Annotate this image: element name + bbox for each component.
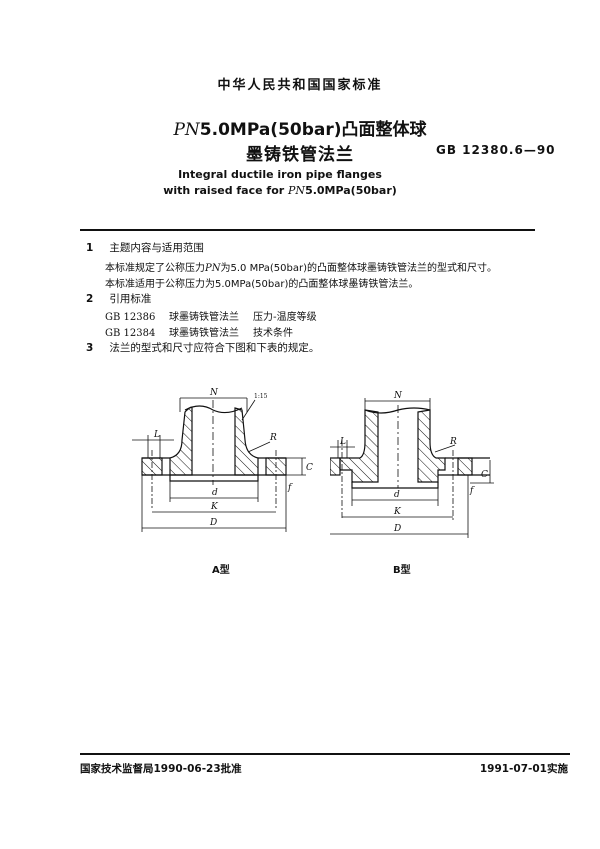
figure-a-flange-drawing: N L R d K D C f 1:15 [132, 388, 313, 532]
reference-item: GB 12384 球墨铸铁管法兰 技术条件 [105, 324, 293, 339]
label-N: N [393, 391, 403, 401]
section-title: 法兰的型式和尺寸应符合下图和下表的规定。 [109, 342, 320, 354]
label-N: N [209, 388, 219, 398]
reference-code: GB 12384 [105, 328, 156, 339]
reference-title: 球墨铸铁管法兰 [169, 312, 239, 323]
paragraph-text: 本标准规定了公称压力 [105, 263, 205, 274]
label-f: f [287, 483, 293, 493]
section-2-heading: 2 引用标准 [86, 291, 151, 306]
label-f: f [469, 486, 475, 496]
pn-symbol: PN [205, 263, 221, 274]
figure-a-caption: A型 [212, 565, 230, 576]
section-title: 引用标准 [109, 293, 152, 305]
label-d: d [212, 488, 218, 498]
title-cn-line1: PN5.0MPa(50bar)凸面整体球 [0, 115, 600, 140]
label-K: K [393, 507, 402, 517]
section-number: 1 [86, 242, 94, 254]
figure-b-flange-drawing: N L R d K D C f [330, 391, 494, 538]
section-number: 2 [86, 293, 94, 305]
footer-divider [80, 753, 570, 755]
title-pn-symbol: PN [173, 120, 200, 140]
section-3-heading: 3 法兰的型式和尺寸应符合下图和下表的规定。 [86, 340, 319, 355]
paragraph-text: 为5.0 MPa(50bar)的凸面整体球墨铸铁管法兰的型式和尺寸。 [220, 263, 498, 274]
label-taper: 1:15 [254, 393, 268, 400]
label-K: K [210, 502, 219, 512]
reference-subtitle: 压力-温度等级 [253, 312, 317, 323]
title-en-line1: Integral ductile iron pipe flanges [178, 168, 382, 181]
section-number: 3 [86, 342, 94, 354]
title-cn-line2: 墨铸铁管法兰 [246, 145, 354, 165]
label-D: D [393, 524, 401, 534]
label-L: L [153, 430, 160, 440]
section-1-heading: 1 主题内容与适用范围 [86, 240, 204, 255]
title-en-pn-symbol: PN [288, 184, 306, 197]
title-cn-line1-rest: 5.0MPa(50bar)凸面整体球 [199, 120, 427, 140]
reference-subtitle: 技术条件 [253, 328, 293, 339]
reference-code: GB 12386 [105, 312, 156, 323]
title-en-line2: with raised face for PN5.0MPa(50bar) [0, 184, 560, 197]
label-R: R [449, 437, 457, 447]
label-D: D [209, 518, 217, 528]
section-1-paragraph-1: 本标准规定了公称压力PN为5.0 MPa(50bar)的凸面整体球墨铸铁管法兰的… [105, 259, 497, 274]
section-1-paragraph-2: 本标准适用于公称压力为5.0MPa(50bar)的凸面整体球墨铸铁管法兰。 [105, 279, 419, 290]
label-C: C [481, 470, 488, 480]
label-d: d [394, 490, 400, 500]
title-en-line2-rest: 5.0MPa(50bar) [305, 184, 397, 197]
section-title: 主题内容与适用范围 [109, 242, 204, 254]
label-C: C [306, 463, 313, 473]
title-en-line2-prefix: with raised face for [163, 184, 289, 197]
approval-date: 国家技术监督局1990-06-23批准 [80, 763, 242, 775]
label-L: L [339, 437, 346, 447]
reference-item: GB 12386 球墨铸铁管法兰 压力-温度等级 [105, 308, 317, 323]
standard-code: GB 12380.6—90 [436, 143, 556, 157]
reference-title: 球墨铸铁管法兰 [169, 328, 239, 339]
header-divider [80, 229, 535, 231]
standard-organization: 中华人民共和国国家标准 [217, 78, 383, 93]
effective-date: 1991-07-01实施 [479, 763, 568, 775]
label-R: R [269, 433, 277, 443]
figure-b-caption: B型 [393, 565, 411, 576]
